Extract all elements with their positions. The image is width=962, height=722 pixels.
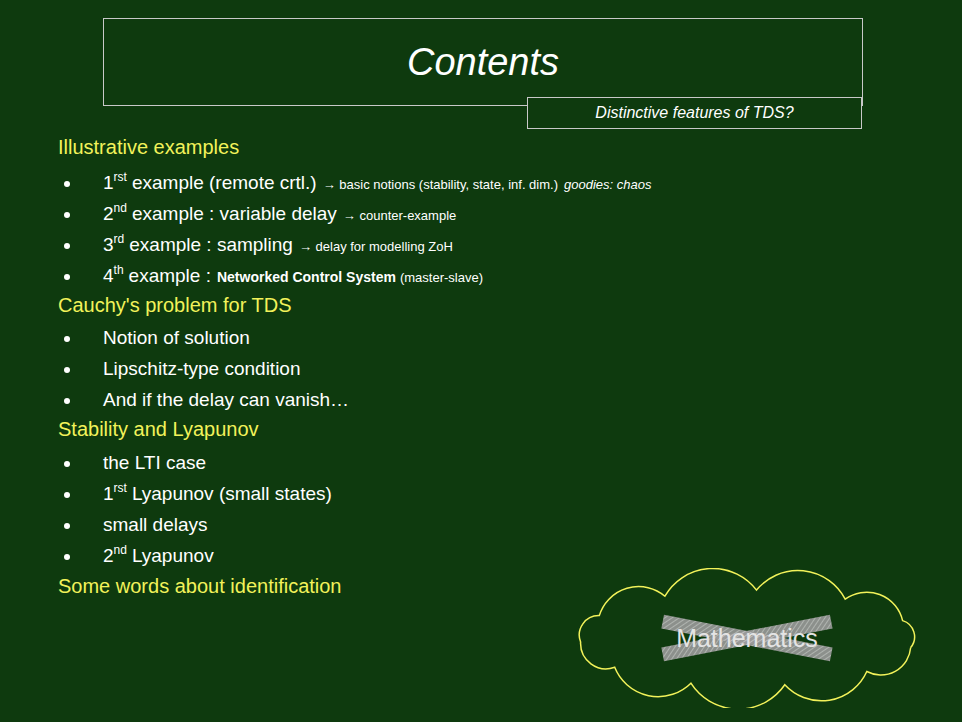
bullet-line: And if the delay can vanish… <box>103 389 355 411</box>
bullet-text: goodies: chaos <box>564 177 651 192</box>
cloud-shape: Mathematics <box>558 568 936 708</box>
crossed-word: Mathematics <box>676 624 818 653</box>
bullet-line: 2nd example : variable delay → counter-exa… <box>103 203 462 225</box>
bullet-text: → counter-example <box>343 208 456 223</box>
bullet-text: example : <box>129 265 211 287</box>
bullet-text: (master-slave) <box>400 270 483 285</box>
strike-band <box>661 615 832 662</box>
bullet-dot <box>64 554 70 560</box>
section-heading-line: Some words about identification <box>58 575 347 598</box>
section-heading: Some words about identification <box>58 575 342 598</box>
slide-title: Contents <box>407 41 559 84</box>
bullet-text: example : variable delay <box>132 203 337 225</box>
bullet-text: example : sampling <box>129 234 293 256</box>
section-heading: Cauchy's problem for TDS <box>58 294 292 317</box>
bullet-text: → basic notions (stability, state, inf. … <box>323 177 558 192</box>
bullet-text: Lipschitz-type condition <box>103 358 301 380</box>
bullet-dot <box>64 367 70 373</box>
bullet-dot <box>64 243 70 249</box>
bullet-dot <box>64 523 70 529</box>
strike-band <box>661 615 832 662</box>
ordinal-suffix: th <box>114 263 124 277</box>
bullet-text: Lyapunov <box>132 545 214 567</box>
bullet-line: 1rst example (remote crtl.) → basic notion… <box>103 172 655 194</box>
bullet-text: And if the delay can vanish… <box>103 389 349 411</box>
ordinal-suffix: nd <box>114 201 127 215</box>
bullet-dot <box>64 212 70 218</box>
section-heading-line: Illustrative examples <box>58 136 244 159</box>
subtitle-box: Distinctive features of TDS? <box>527 97 862 129</box>
bullet-dot <box>64 461 70 467</box>
bullet-text: 4 <box>103 265 114 287</box>
bullet-line: Lipschitz-type condition <box>103 358 307 380</box>
bullet-text: 2 <box>103 203 114 225</box>
bullet-text: the LTI case <box>103 452 206 474</box>
section-heading: Stability and Lyapunov <box>58 418 259 441</box>
bullet-text: 3 <box>103 234 114 256</box>
bullet-text: Lyapunov (small states) <box>132 483 332 505</box>
bullet-text: Notion of solution <box>103 327 250 349</box>
bullet-line: Notion of solution <box>103 327 256 349</box>
subtitle-text: Distinctive features of TDS? <box>595 104 793 122</box>
bullet-dot <box>64 336 70 342</box>
bullet-line: small delays <box>103 514 214 536</box>
bullet-text: 2 <box>103 545 114 567</box>
bullet-line: 1rst Lyapunov (small states) <box>103 483 338 505</box>
bullet-text: → delay for modelling ZoH <box>299 239 453 254</box>
section-heading-line: Cauchy's problem for TDS <box>58 294 297 317</box>
bullet-dot <box>64 274 70 280</box>
section-heading: Illustrative examples <box>58 136 239 159</box>
bullet-line: 3rd example : sampling → delay for modelli… <box>103 234 459 256</box>
cloud-path <box>579 568 914 708</box>
bullet-text: small delays <box>103 514 208 536</box>
bullet-text: 1 <box>103 483 114 505</box>
ordinal-suffix: rst <box>114 170 127 184</box>
bullet-dot <box>64 398 70 404</box>
bullet-dot <box>64 181 70 187</box>
ordinal-suffix: rd <box>114 232 125 246</box>
bullet-line: 2nd Lyapunov <box>103 545 220 567</box>
bullet-dot <box>64 492 70 498</box>
bullet-text: 1 <box>103 172 114 194</box>
bullet-line: the LTI case <box>103 452 212 474</box>
ordinal-suffix: rst <box>114 481 127 495</box>
ordinal-suffix: nd <box>114 543 127 557</box>
section-heading-line: Stability and Lyapunov <box>58 418 264 441</box>
bullet-text: Networked Control System <box>217 269 396 285</box>
title-box: Contents <box>103 18 863 106</box>
bullet-text: example (remote crtl.) <box>132 172 317 194</box>
bullet-line: 4th example : Networked Control System (mas… <box>103 265 489 287</box>
